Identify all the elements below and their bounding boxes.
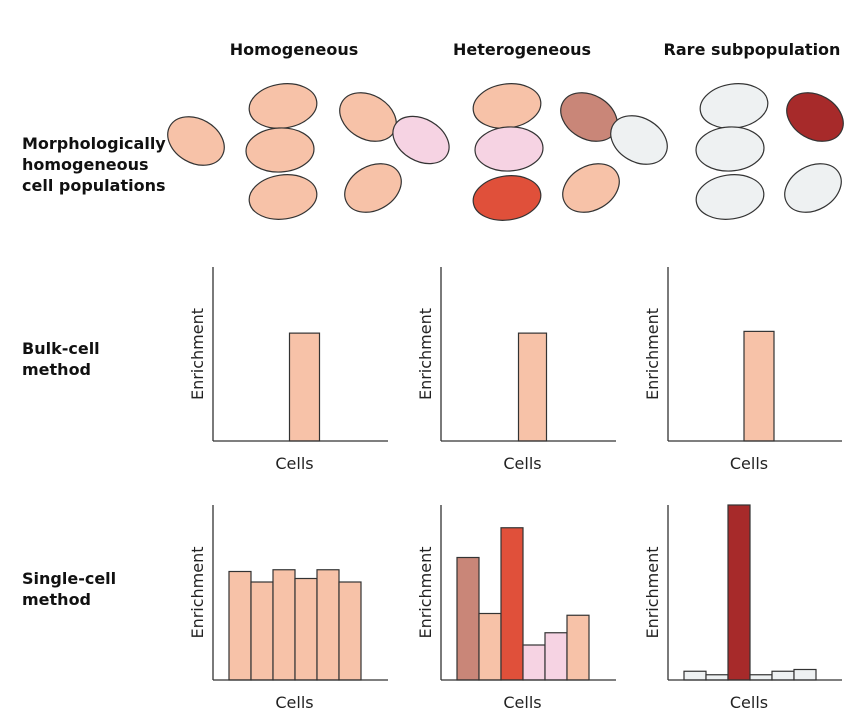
row-label-bulk-cell-method: Bulk-cell method bbox=[22, 339, 100, 379]
cell-ellipse bbox=[245, 127, 315, 173]
y-axis-label: Enrichment bbox=[643, 308, 662, 400]
cell-ellipse bbox=[339, 92, 397, 142]
x-axis-label: Cells bbox=[275, 454, 313, 473]
x-axis-label: Cells bbox=[730, 454, 768, 473]
cell-ellipse bbox=[699, 83, 769, 129]
cell-ellipse bbox=[562, 163, 620, 213]
x-axis-label: Cells bbox=[730, 693, 768, 712]
bar bbox=[566, 614, 590, 681]
bar bbox=[338, 581, 362, 681]
bar bbox=[316, 569, 340, 681]
cell-ellipse bbox=[695, 174, 765, 220]
cell-ellipse bbox=[474, 126, 544, 172]
bar bbox=[478, 612, 502, 681]
x-axis-label: Cells bbox=[503, 454, 541, 473]
cell-ellipse bbox=[784, 163, 842, 213]
x-axis-label: Cells bbox=[275, 693, 313, 712]
cell-ellipse bbox=[472, 175, 542, 221]
cell-ellipse bbox=[472, 83, 542, 129]
cell-ellipse bbox=[695, 126, 765, 172]
y-axis-label: Enrichment bbox=[643, 546, 662, 638]
cell-ellipse bbox=[167, 116, 225, 166]
bar bbox=[517, 332, 548, 442]
bar bbox=[500, 527, 524, 681]
column-title-heterogeneous: Heterogeneous bbox=[452, 40, 592, 59]
column-title-homogeneous: Homogeneous bbox=[229, 40, 359, 59]
cell-ellipse bbox=[392, 115, 450, 165]
bar bbox=[771, 670, 795, 681]
cell-ellipse bbox=[786, 92, 844, 142]
y-axis-label: Enrichment bbox=[188, 308, 207, 400]
bar bbox=[727, 504, 751, 681]
bar bbox=[793, 668, 817, 681]
cell-ellipse bbox=[248, 174, 318, 220]
row-label-morphology: Morphologically homogeneous cell populat… bbox=[22, 134, 166, 195]
row-label-single-cell-method: Single-cell method bbox=[22, 569, 117, 609]
bar bbox=[456, 556, 480, 681]
bar bbox=[228, 570, 252, 681]
bar bbox=[294, 577, 318, 681]
bar bbox=[683, 670, 707, 681]
column-title-rare-subpopulation: Rare subpopulation bbox=[663, 40, 841, 59]
x-axis-label: Cells bbox=[503, 693, 541, 712]
bar bbox=[749, 674, 773, 681]
y-axis-label: Enrichment bbox=[188, 546, 207, 638]
bar bbox=[743, 330, 775, 442]
bar bbox=[705, 674, 729, 681]
cell-ellipse bbox=[344, 163, 402, 213]
bar bbox=[288, 332, 321, 442]
bar bbox=[250, 581, 274, 681]
y-axis-label: Enrichment bbox=[416, 546, 435, 638]
bar bbox=[544, 632, 568, 681]
y-axis-label: Enrichment bbox=[416, 308, 435, 400]
bar bbox=[522, 644, 546, 681]
cell-ellipse bbox=[248, 83, 318, 129]
cell-ellipse bbox=[610, 115, 668, 165]
bar bbox=[272, 569, 296, 681]
